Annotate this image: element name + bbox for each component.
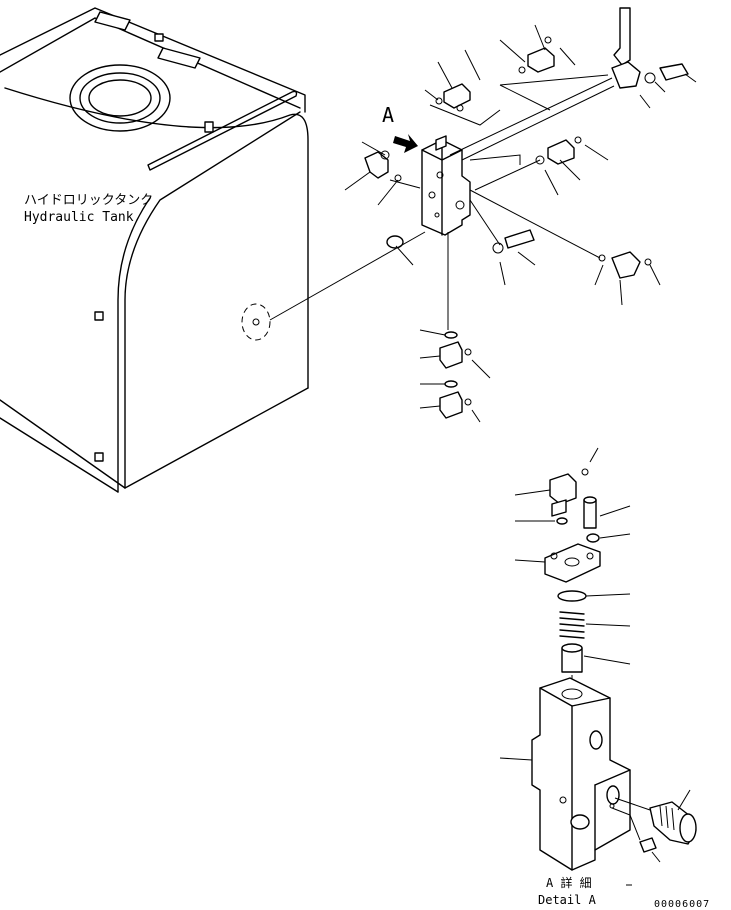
drawing-number: 00006007	[654, 899, 710, 910]
upper-fittings	[344, 7, 697, 306]
hydraulic-tank	[0, 7, 309, 493]
tank-label-en: Hydraulic Tank	[24, 210, 134, 225]
lower-fittings	[419, 232, 491, 423]
detail-label-en: Detail A	[538, 893, 597, 907]
view-marker-a: A	[382, 103, 394, 127]
view-arrow-icon	[393, 134, 418, 153]
detail-label-jp: A 詳 細	[546, 875, 592, 890]
detail-a	[499, 447, 697, 886]
tank-label-jp: ハイドロリックタンク	[24, 193, 153, 208]
valve-block	[421, 135, 471, 236]
